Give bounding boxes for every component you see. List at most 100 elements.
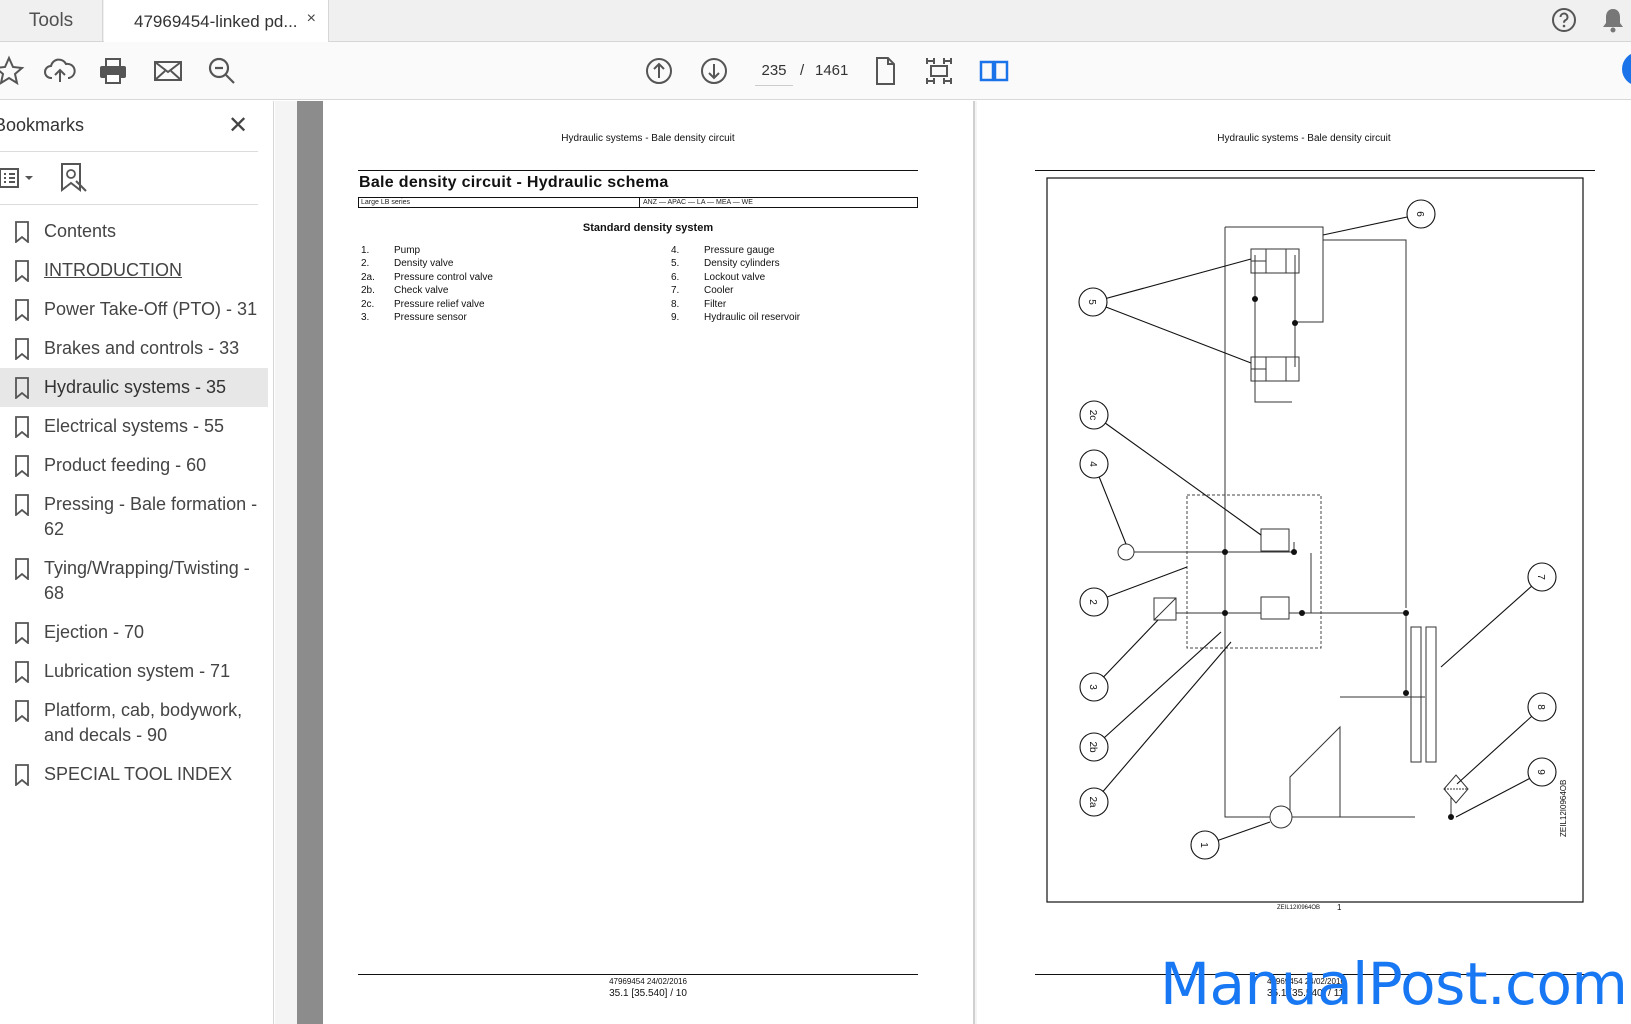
callout-2a: 2a	[1087, 796, 1098, 808]
bookmark-item[interactable]: Tying/Wrapping/Twisting - 68	[0, 549, 268, 613]
legend-row: 3.Pressure sensor	[361, 311, 467, 323]
bookmark-item[interactable]: Brakes and controls - 33	[0, 329, 268, 368]
legend-left: 1.Pump 2.Density valve 2a.Pressure contr…	[361, 244, 493, 324]
callout-6: 6	[1414, 211, 1425, 217]
callout-2b: 2b	[1087, 741, 1098, 753]
zoom-search-icon[interactable]	[205, 54, 239, 88]
bookmark-item[interactable]: Contents	[0, 212, 268, 251]
page-separator: /	[800, 62, 805, 79]
divider	[0, 204, 258, 205]
callout-9: 9	[1535, 769, 1546, 775]
bell-icon[interactable]	[1600, 6, 1626, 34]
bookmarks-panel: Bookmarks ✕ Contents INTRODUCTION Power …	[0, 101, 274, 1024]
callout-2: 2	[1087, 599, 1098, 605]
footer-page-ref: 35.1 [35.540] / 10	[609, 988, 687, 999]
mail-icon[interactable]	[151, 54, 185, 88]
tag-divider	[639, 198, 640, 207]
legend-row: 1.Pump	[361, 245, 421, 256]
bookmark-item-active[interactable]: Hydraulic systems - 35	[0, 368, 268, 407]
next-page-icon[interactable]	[697, 54, 731, 88]
callout-4: 4	[1087, 461, 1098, 467]
bookmark-icon	[15, 622, 29, 644]
divider	[0, 151, 258, 152]
tab-tools[interactable]: Tools	[0, 0, 103, 42]
page-number-input[interactable]: 235	[755, 56, 793, 86]
previous-page-icon[interactable]	[642, 54, 676, 88]
hydraulic-schema-diagram: 6 5 2c 4 2 3 2b 2a 1 7 8 9 ZEIL12I0964OB	[1046, 177, 1584, 903]
bookmark-icon	[15, 221, 29, 243]
callout-7: 7	[1535, 574, 1546, 580]
bookmark-item[interactable]: SPECIAL TOOL INDEX	[0, 755, 268, 794]
callout-2c: 2c	[1087, 410, 1098, 421]
close-panel-icon[interactable]: ✕	[228, 112, 249, 139]
bookmark-icon	[15, 700, 29, 722]
bookmark-label: Brakes and controls - 33	[44, 338, 240, 358]
bookmark-list: Contents INTRODUCTION Power Take-Off (PT…	[0, 212, 268, 794]
document-page-right: Hydraulic systems - Bale density circuit	[977, 101, 1631, 1024]
legend-row: 2.Density valve	[361, 258, 454, 270]
tab-document[interactable]: 47969454-linked pd... ×	[104, 0, 329, 43]
bookmark-item[interactable]: Power Take-Off (PTO) - 31	[0, 290, 268, 329]
legend-row: 2c.Pressure relief valve	[361, 298, 485, 310]
footer-page-ref: 35.1 [35.540] / 11	[1267, 988, 1345, 999]
applicability-box: Large LB series ANZ — APAC — LA — MEA — …	[358, 197, 918, 208]
help-icon[interactable]	[1550, 6, 1578, 34]
figure-subtitle: Standard density system	[582, 222, 714, 234]
bookmark-item[interactable]: Ejection - 70	[0, 613, 268, 652]
toolbar: 235 / 1461	[0, 42, 1631, 100]
bookmark-label: Tying/Wrapping/Twisting - 68	[44, 558, 250, 603]
bookmark-label: Contents	[44, 221, 117, 241]
legend-row: 4.Pressure gauge	[671, 245, 775, 256]
tab-document-label: 47969454-linked pd...	[134, 11, 298, 31]
bookmark-icon	[15, 455, 29, 477]
avatar[interactable]	[1622, 52, 1631, 86]
bookmark-label: Lubrication system - 71	[44, 661, 231, 681]
panel-title: Bookmarks	[0, 115, 85, 135]
legend-row: 2b.Check valve	[361, 285, 449, 297]
legend-row: 7.Cooler	[671, 285, 734, 297]
footer-rule	[1035, 974, 1595, 975]
callout-1: 1	[1198, 842, 1209, 848]
bookmark-label: Platform, cab, bodywork, and decals - 90	[44, 700, 243, 745]
legend-row: 2a.Pressure control valve	[361, 271, 493, 283]
bookmark-icon	[15, 558, 29, 580]
figure-side-code: ZEIL12I0964OB	[1559, 780, 1568, 837]
fit-page-icon[interactable]	[922, 54, 956, 88]
bookmark-item[interactable]: Platform, cab, bodywork, and decals - 90	[0, 691, 268, 755]
single-page-icon[interactable]	[868, 54, 902, 88]
bookmark-label: INTRODUCTION	[44, 260, 182, 280]
options-menu-icon[interactable]	[0, 163, 40, 193]
cloud-upload-icon[interactable]	[43, 54, 77, 88]
print-icon[interactable]	[96, 54, 130, 88]
bookmark-item[interactable]: Product feeding - 60	[0, 446, 268, 485]
legend-row: 9.Hydraulic oil reservoir	[671, 311, 801, 323]
page-gutter	[297, 101, 323, 1024]
footer-rule	[358, 974, 918, 975]
page-header: Hydraulic systems - Bale density circuit	[1217, 133, 1391, 144]
star-icon[interactable]	[0, 54, 26, 88]
two-page-view-icon[interactable]	[977, 54, 1011, 88]
bookmark-item[interactable]: INTRODUCTION	[0, 251, 268, 290]
title-rule	[1035, 170, 1595, 171]
add-bookmark-icon[interactable]	[58, 161, 88, 193]
bookmark-label: Product feeding - 60	[44, 455, 207, 475]
bookmark-icon	[15, 416, 29, 438]
footer-doc-id: 47969454 24/02/2016	[609, 977, 687, 986]
callout-5: 5	[1086, 299, 1097, 305]
bookmark-item[interactable]: Lubrication system - 71	[0, 652, 268, 691]
legend-row: 8.Filter	[671, 298, 727, 310]
bookmark-icon	[15, 494, 29, 516]
bookmark-item[interactable]: Electrical systems - 55	[0, 407, 268, 446]
callout-8: 8	[1535, 704, 1546, 710]
watermark: ManualPost.com	[1160, 950, 1628, 1018]
series-tag: Large LB series	[361, 199, 411, 206]
bookmark-item[interactable]: Pressing - Bale formation - 62	[0, 485, 268, 549]
close-tab-icon[interactable]: ×	[306, 10, 316, 27]
bookmark-icon	[15, 299, 29, 321]
figure-id: ZEIL12I0964OB	[1277, 905, 1321, 911]
region-tag: ANZ — APAC — LA — MEA — WE	[643, 199, 753, 206]
bookmark-label: Electrical systems - 55	[44, 416, 225, 436]
document-page-left: Hydraulic systems - Bale density circuit…	[323, 101, 975, 1024]
title-rule	[358, 170, 918, 171]
bookmark-label: Power Take-Off (PTO) - 31	[44, 299, 258, 319]
